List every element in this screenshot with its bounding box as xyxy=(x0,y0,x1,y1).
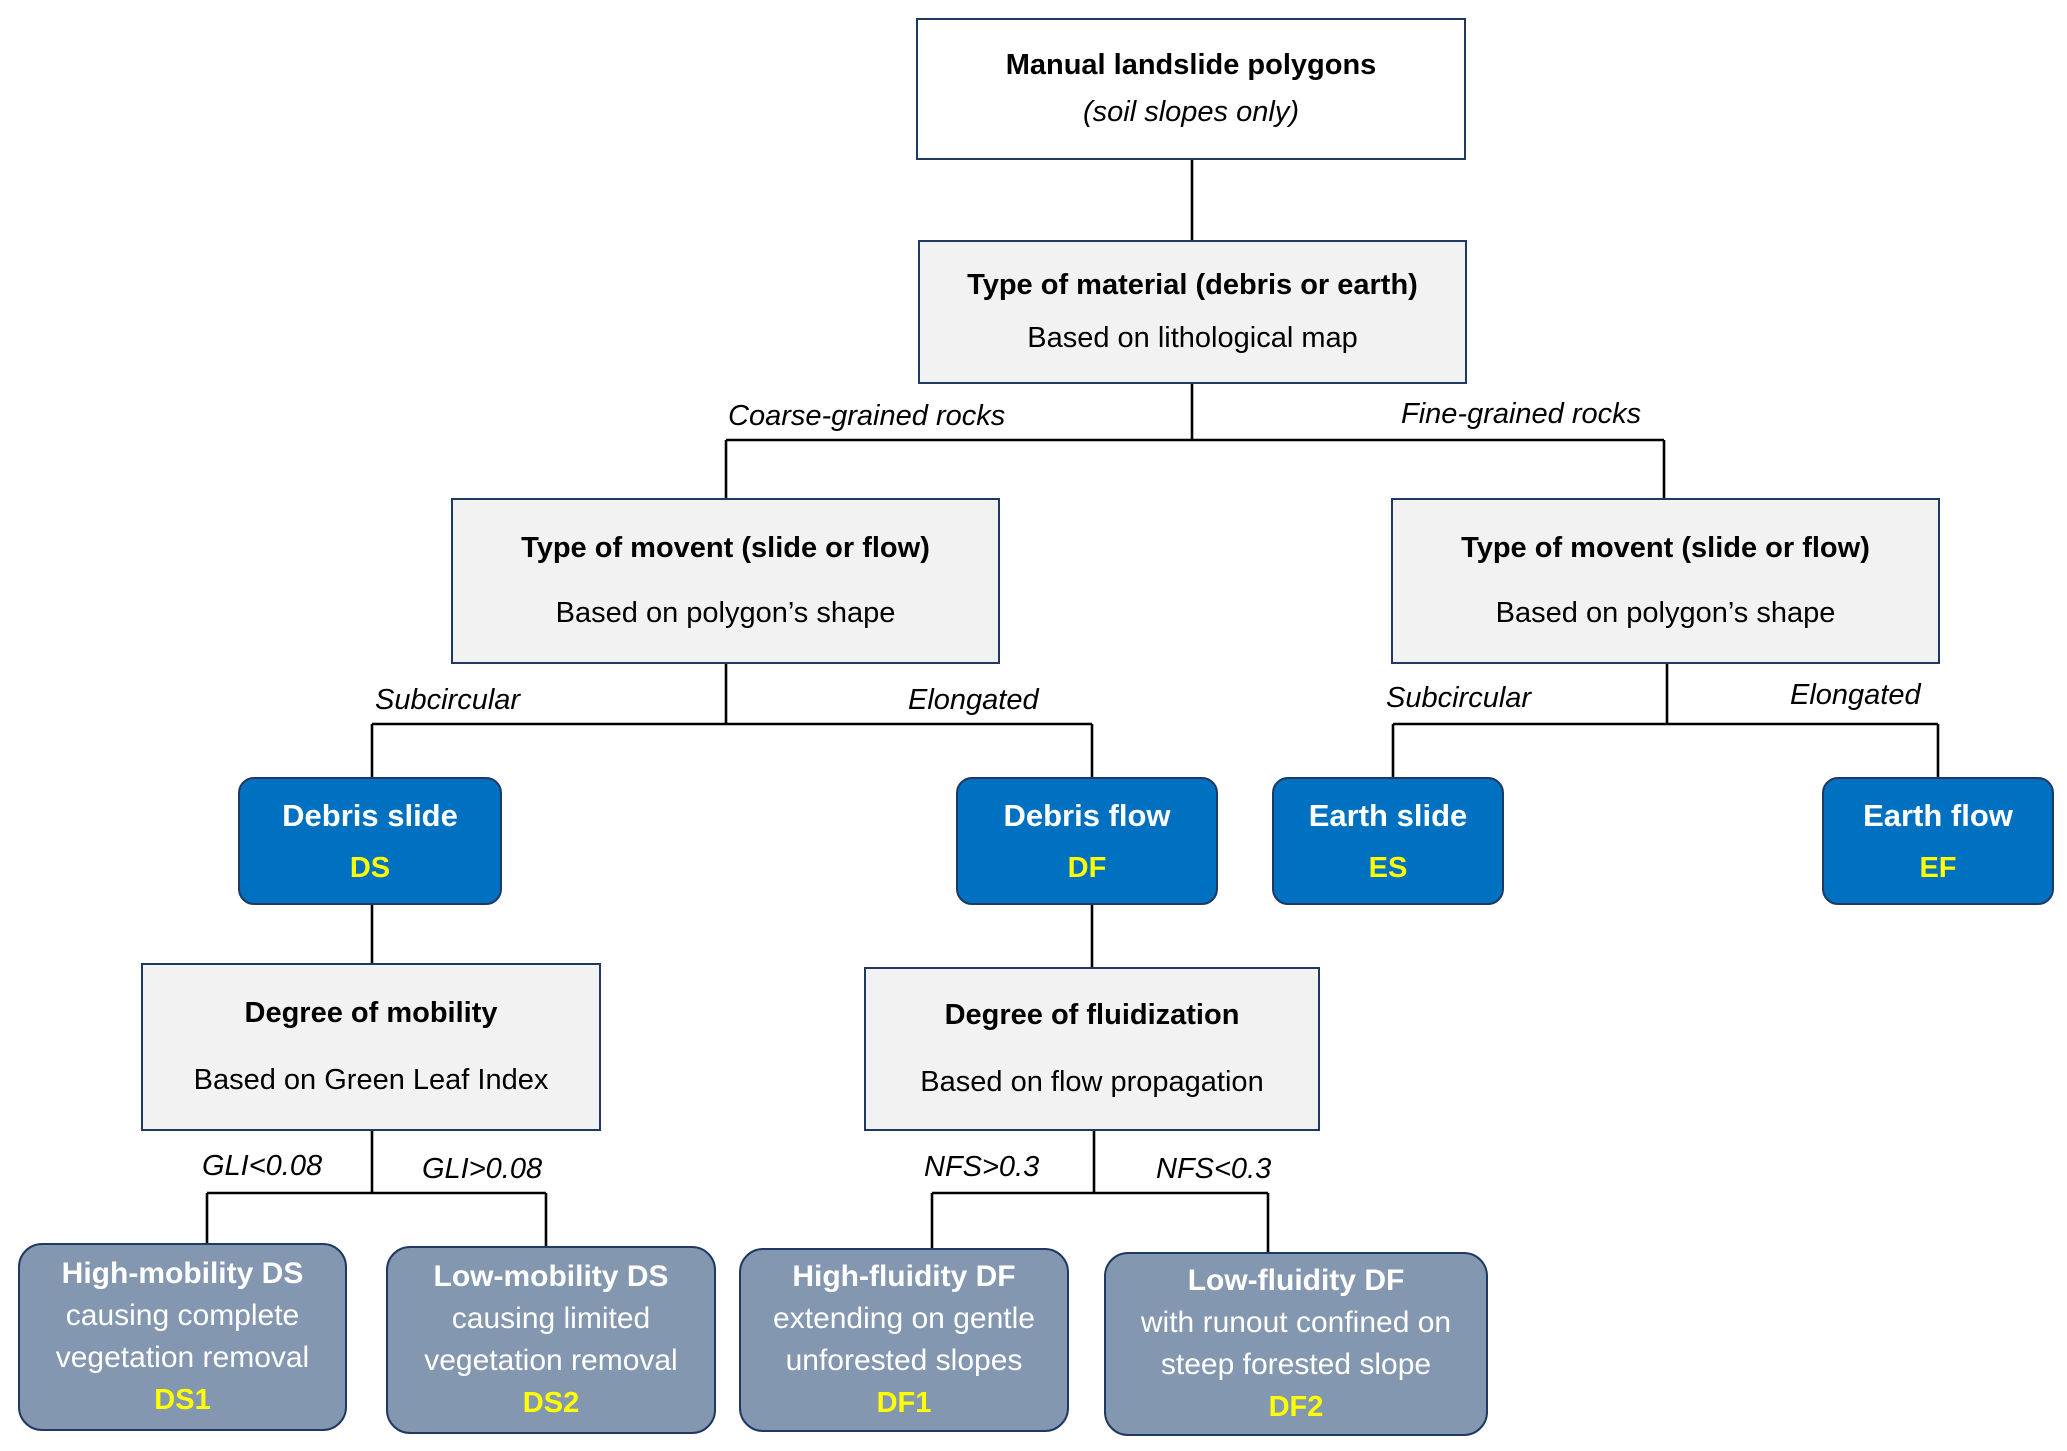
leaf-df2-title: Low-fluidity DF xyxy=(1187,1264,1405,1297)
leaf-df1-code: DF1 xyxy=(876,1387,932,1419)
movement-right-basis: Based on polygon’s shape xyxy=(1495,597,1836,629)
movement-left-title: Type of movent (slide or flow) xyxy=(521,532,930,564)
class-earth-flow-code: EF xyxy=(1919,851,1957,884)
class-earth-slide: Earth slide ES xyxy=(1272,777,1504,905)
class-earth-slide-name: Earth slide xyxy=(1308,797,1468,833)
leaf-df2-code: DF2 xyxy=(1268,1391,1324,1423)
leaf-ds2-title: Low-mobility DS xyxy=(433,1260,669,1293)
class-debris-slide-name: Debris slide xyxy=(282,797,458,833)
leaf-ds2-line2: vegetation removal xyxy=(424,1344,678,1377)
edge-label-gli-high: GLI>0.08 xyxy=(422,1153,543,1185)
root-note: (soil slopes only) xyxy=(1083,96,1299,128)
class-earth-flow-name: Earth flow xyxy=(1863,797,2013,833)
edge-label-nfs-high: NFS>0.3 xyxy=(924,1151,1040,1183)
root-node: Manual landslide polygons (soil slopes o… xyxy=(916,18,1466,160)
class-debris-slide-code: DS xyxy=(349,851,391,884)
material-basis: Based on lithological map xyxy=(1027,322,1358,354)
material-node: Type of material (debris or earth) Based… xyxy=(918,240,1467,384)
leaf-ds2-line1: causing limited xyxy=(451,1302,651,1335)
movement-left-basis: Based on polygon’s shape xyxy=(555,597,896,629)
leaf-df1-line2: unforested slopes xyxy=(785,1344,1023,1377)
leaf-ds1-title: High-mobility DS xyxy=(61,1257,304,1290)
leaf-df2-line1: with runout confined on xyxy=(1140,1306,1452,1339)
leaf-df2: Low-fluidity DF with runout confined on … xyxy=(1104,1252,1488,1436)
leaf-ds1: High-mobility DS causing complete vegeta… xyxy=(18,1243,347,1431)
mobility-title: Degree of mobility xyxy=(244,997,498,1029)
class-debris-flow-code: DF xyxy=(1067,851,1107,884)
edge-label-right-subcircular: Subcircular xyxy=(1386,682,1532,714)
leaf-ds2-code: DS2 xyxy=(522,1387,580,1419)
edge-label-left-subcircular: Subcircular xyxy=(375,684,521,716)
class-earth-slide-code: ES xyxy=(1368,851,1408,884)
fluidization-title: Degree of fluidization xyxy=(944,999,1240,1031)
leaf-df1-title: High-fluidity DF xyxy=(792,1260,1016,1293)
movement-left-node: Type of movent (slide or flow) Based on … xyxy=(451,498,1000,664)
mobility-basis: Based on Green Leaf Index xyxy=(193,1064,549,1096)
edge-label-left-elongated: Elongated xyxy=(908,684,1039,716)
mobility-node: Degree of mobility Based on Green Leaf I… xyxy=(141,963,601,1131)
leaf-df1: High-fluidity DF extending on gentle unf… xyxy=(739,1248,1069,1432)
material-title: Type of material (debris or earth) xyxy=(967,269,1418,301)
fluidization-basis: Based on flow propagation xyxy=(920,1066,1264,1098)
class-debris-flow-name: Debris flow xyxy=(1003,797,1171,833)
fluidization-node: Degree of fluidization Based on flow pro… xyxy=(864,967,1320,1131)
leaf-ds2: Low-mobility DS causing limited vegetati… xyxy=(386,1246,716,1434)
connector-right-movement-split xyxy=(1391,664,1940,777)
connector-mobility-split xyxy=(205,1131,548,1246)
edge-label-right-elongated: Elongated xyxy=(1790,679,1921,711)
connector-left-movement-split xyxy=(370,664,1094,777)
movement-right-title: Type of movent (slide or flow) xyxy=(1461,532,1870,564)
class-debris-slide: Debris slide DS xyxy=(238,777,502,905)
leaf-ds1-line1: causing complete xyxy=(65,1299,300,1332)
leaf-df2-line2: steep forested slope xyxy=(1160,1348,1432,1381)
movement-right-node: Type of movent (slide or flow) Based on … xyxy=(1391,498,1940,664)
connector-fluidization-split xyxy=(930,1131,1270,1252)
leaf-df1-line1: extending on gentle xyxy=(773,1302,1035,1335)
edge-label-coarse: Coarse-grained rocks xyxy=(728,400,1006,432)
edge-label-nfs-low: NFS<0.3 xyxy=(1156,1153,1272,1185)
class-earth-flow: Earth flow EF xyxy=(1822,777,2054,905)
leaf-ds1-line2: vegetation removal xyxy=(55,1341,310,1374)
class-debris-flow: Debris flow DF xyxy=(956,777,1218,905)
edge-label-fine: Fine-grained rocks xyxy=(1401,398,1642,430)
edge-label-gli-low: GLI<0.08 xyxy=(202,1150,323,1182)
leaf-ds1-code: DS1 xyxy=(154,1384,211,1416)
connector-material-split xyxy=(724,384,1666,498)
root-title: Manual landslide polygons xyxy=(1005,49,1377,81)
